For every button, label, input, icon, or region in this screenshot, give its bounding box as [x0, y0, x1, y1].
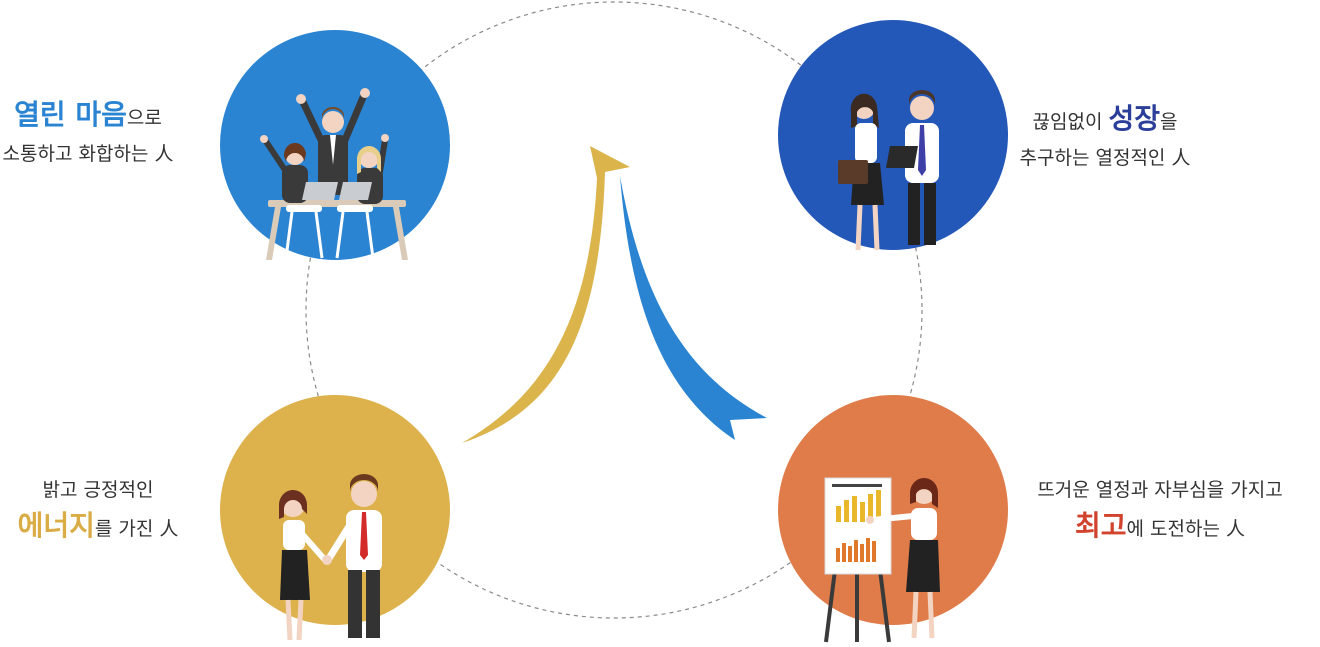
circle-bright-energy	[220, 395, 450, 625]
circle-growth	[778, 20, 1008, 250]
handshake-icon	[278, 474, 382, 641]
presentation-icon	[824, 477, 940, 643]
highlight-open-mind: 열린 마음	[14, 98, 127, 131]
blue-arrow-stroke	[620, 176, 767, 440]
business-partners-icon	[838, 90, 939, 251]
caption-bright-line1: 밝고 긍정적인	[42, 479, 154, 501]
caption-growth-suffix: 을	[1160, 111, 1178, 133]
highlight-growth: 성장	[1108, 102, 1160, 135]
caption-open-mind: 열린 마음으로 소통하고 화합하는 人	[0, 97, 176, 172]
highlight-best: 최고	[1074, 509, 1127, 542]
caption-open-suffix: 으로	[126, 107, 162, 129]
highlight-energy: 에너지	[17, 509, 95, 542]
caption-open-line2: 소통하고 화합하는 人	[2, 143, 174, 165]
celebrating-team-icon	[260, 88, 408, 260]
caption-best-line1: 뜨거운 열정과 자부심을 가지고	[1037, 479, 1283, 501]
caption-bright-energy: 밝고 긍정적인 에너지를 가진 人	[0, 472, 196, 547]
caption-bright-suffix: 를 가진 人	[94, 518, 179, 540]
circle-best-challenge	[778, 395, 1008, 625]
caption-best-challenge: 뜨거운 열정과 자부심을 가지고 최고에 도전하는 人	[1022, 472, 1298, 547]
caption-growth-prefix: 끊임없이	[1032, 111, 1109, 133]
dashed-ring	[305, 1, 923, 619]
caption-growth: 끊임없이 성장을 추구하는 열정적인 人	[1010, 101, 1200, 176]
caption-growth-line2: 추구하는 열정적인 人	[1019, 147, 1191, 169]
caption-best-suffix: 에 도전하는 人	[1126, 518, 1245, 540]
gold-arrow-stroke	[462, 146, 630, 443]
